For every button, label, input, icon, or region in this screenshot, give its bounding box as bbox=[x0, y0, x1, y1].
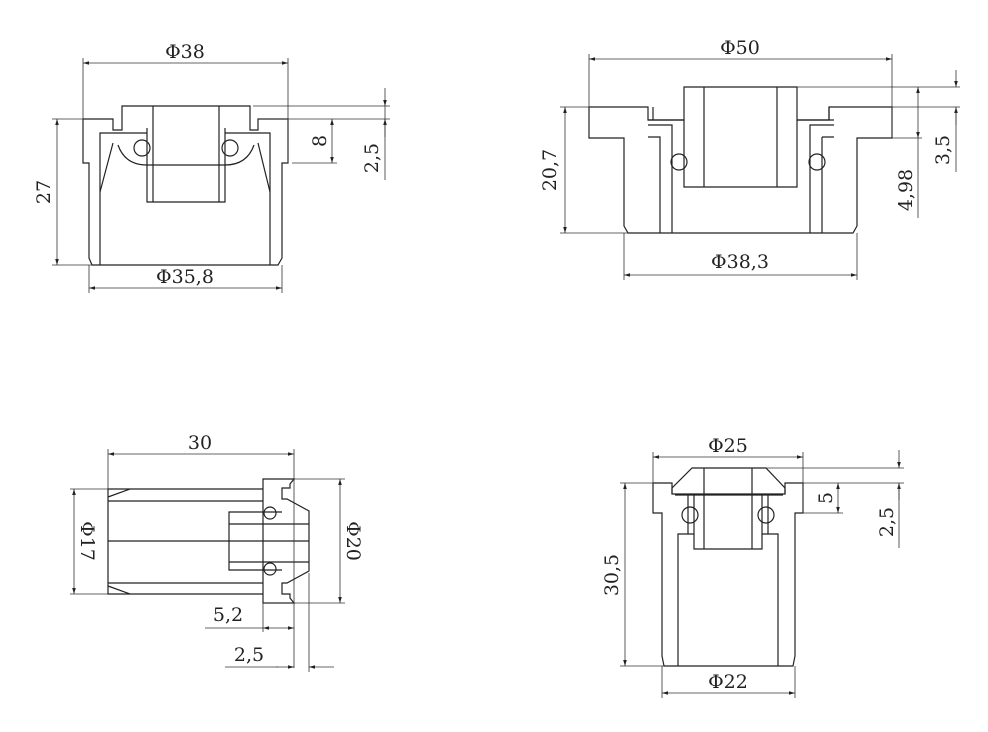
core bbox=[683, 87, 798, 188]
body bbox=[107, 488, 309, 595]
dim-bottom-dia: Φ38,3 bbox=[711, 251, 769, 273]
seal-arc bbox=[117, 144, 255, 166]
oring-left bbox=[133, 139, 151, 157]
dim-cap-offset: 3,5 bbox=[932, 135, 954, 165]
dim-height: 30,5 bbox=[601, 554, 623, 596]
dim-outer-dia: Φ38 bbox=[165, 41, 205, 63]
cap bbox=[671, 467, 786, 496]
drawing-bottom-left: 30 Φ17 Φ20 5,2 2,5 bbox=[70, 432, 364, 672]
oring-right bbox=[757, 506, 775, 524]
dim-body-dia: Φ17 bbox=[76, 521, 98, 561]
core bbox=[687, 468, 769, 550]
inner-taper bbox=[99, 142, 271, 193]
dim-bottom-dia: Φ35,8 bbox=[156, 266, 214, 288]
dim-flange-width: 5,2 bbox=[213, 604, 243, 626]
dim-step: 4,98 bbox=[895, 169, 917, 211]
oring-right bbox=[221, 139, 239, 157]
oring-bottom bbox=[263, 562, 277, 576]
oring-left bbox=[681, 506, 699, 524]
dim-step: 8 bbox=[309, 135, 331, 147]
dim-outer-dia: Φ25 bbox=[708, 435, 748, 457]
dim-step: 5 bbox=[815, 492, 837, 504]
dim-flange-dia: Φ20 bbox=[342, 521, 364, 561]
flange bbox=[648, 107, 834, 121]
drawing-top-left: Φ38 27 Φ35,8 8 2,5 bbox=[33, 41, 390, 293]
oring-left bbox=[670, 153, 688, 171]
drawing-top-right: Φ50 20,7 Φ38,3 4,98 3,5 bbox=[539, 37, 960, 280]
dim-height: 20,7 bbox=[539, 149, 561, 191]
dim-cap-offset: 2,5 bbox=[234, 644, 264, 666]
flange bbox=[262, 478, 310, 604]
part-outline bbox=[588, 86, 893, 234]
oring-right bbox=[808, 153, 826, 171]
dim-outer-dia: Φ50 bbox=[720, 37, 760, 59]
dim-height: 27 bbox=[33, 180, 55, 204]
inner-liner bbox=[99, 132, 271, 265]
extension-lines bbox=[52, 58, 390, 293]
oring-top bbox=[263, 506, 277, 520]
drawing-bottom-right: Φ25 30,5 Φ22 5 2,5 bbox=[601, 435, 904, 698]
extension-lines bbox=[620, 452, 904, 698]
dim-cap-offset: 2,5 bbox=[361, 143, 383, 173]
extension-lines bbox=[560, 54, 960, 280]
core bbox=[228, 511, 309, 571]
dim-cap-offset: 2,5 bbox=[876, 507, 898, 537]
extension-lines bbox=[70, 449, 345, 672]
part-outline bbox=[652, 482, 804, 667]
dim-bottom-dia: Φ22 bbox=[708, 671, 748, 693]
core bbox=[146, 106, 226, 203]
inner-sleeve bbox=[677, 533, 779, 666]
walls bbox=[648, 124, 834, 233]
part-outline bbox=[82, 105, 289, 266]
dim-length: 30 bbox=[188, 432, 212, 454]
